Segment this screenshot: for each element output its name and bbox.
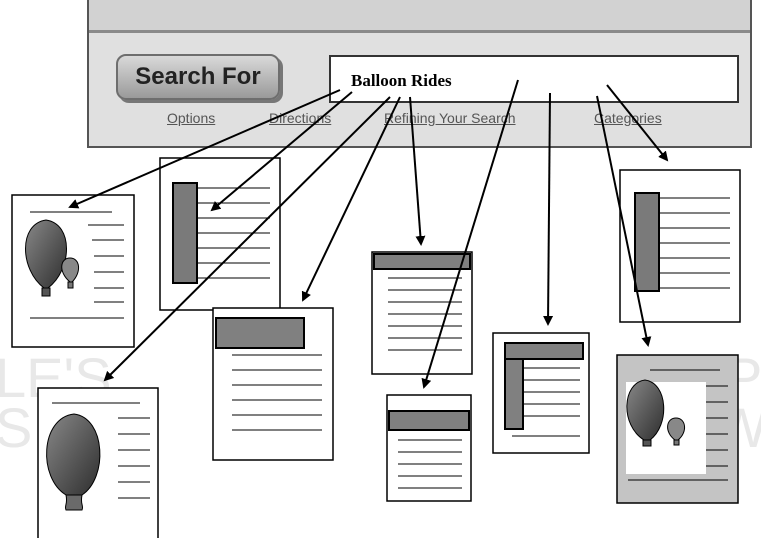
search-for-button[interactable]: Search For	[116, 54, 280, 100]
arrow-to-banner-page-3	[421, 79, 519, 389]
arrow-to-gray-balloon-page	[596, 95, 652, 347]
result-page-l-layout	[492, 332, 590, 454]
result-page-balloon-gray	[616, 354, 739, 504]
result-page-balloon-1	[11, 194, 135, 348]
search-toolbar: Search For Balloon Rides Options Directi…	[87, 0, 752, 148]
result-page-banner-3	[386, 394, 472, 502]
arrows	[68, 79, 669, 389]
options-link[interactable]: Options	[167, 110, 216, 126]
arrow-to-sidebar-page-2	[606, 84, 669, 162]
arrow-to-balloon-page-2	[103, 96, 391, 382]
result-page-balloon-2	[37, 387, 159, 538]
result-page-banner-2	[371, 251, 473, 375]
result-page-sidebar-2	[619, 169, 741, 323]
result-page-banner-1	[212, 307, 334, 461]
arrow-to-balloon-page-1	[68, 89, 341, 209]
arrow-to-banner-page-2	[409, 96, 426, 246]
result-page-sidebar-1	[159, 157, 281, 311]
arrow-to-banner-page-1	[301, 96, 401, 302]
categories-link[interactable]: Categories	[594, 110, 662, 126]
arrow-to-sidebar-page-1	[210, 91, 353, 212]
toolbar-top-strip	[89, 0, 750, 33]
arrow-to-l-layout-page	[543, 92, 554, 326]
search-input[interactable]: Balloon Rides	[329, 55, 739, 103]
refining-search-link[interactable]: Refining Your Search	[384, 110, 516, 126]
